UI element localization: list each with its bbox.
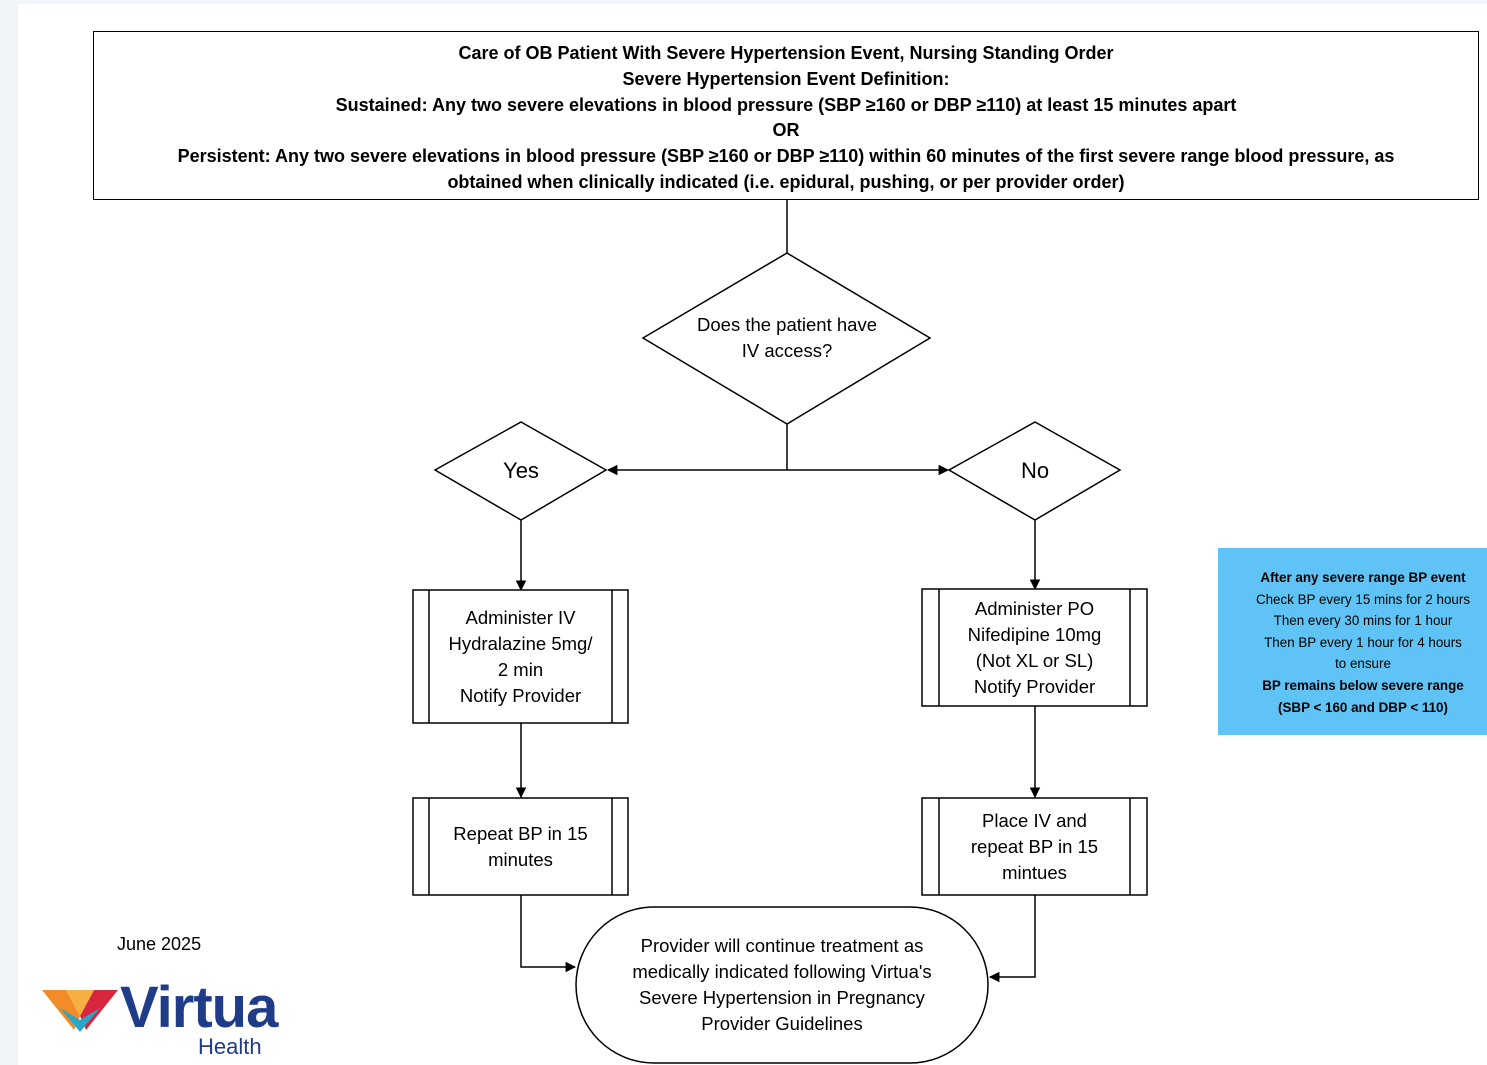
bp-note-line-3: Then BP every 1 hour for 4 hours [1264, 634, 1462, 650]
no-text: No [1020, 458, 1050, 483]
yes-step1-line-1: Administer IV [465, 606, 576, 628]
no-step2-line-1: Place IV and [982, 809, 1087, 831]
no-step1-line-1: Administer PO [974, 597, 1095, 619]
no-step1-box [921, 588, 1148, 707]
decision-label: Does the patient have IV access? [643, 300, 931, 376]
revision-date: June 2025 [117, 934, 202, 954]
yes-step2-label: Repeat BP in 15 minutes [429, 798, 612, 895]
header-sustained-definition: Sustained: Any two severe elevations in … [335, 94, 1237, 115]
yes-step1-line-3: 2 min [497, 658, 544, 680]
yes-step1-line-4: Notify Provider [459, 684, 582, 706]
header-or: OR [772, 120, 800, 141]
decision-line-2: IV access? [741, 340, 833, 361]
header-subtitle: Severe Hypertension Event Definition: [622, 68, 950, 89]
bp-note-emphasis-2: (SBP < 160 and DBP < 110) [1278, 699, 1448, 715]
final-line-1: Provider will continue treatment as [640, 935, 924, 956]
bp-note-line-4: to ensure [1335, 656, 1391, 672]
final-line-4: Provider Guidelines [701, 1013, 863, 1034]
no-step2-label: Place IV and repeat BP in 15 mintues [939, 798, 1130, 895]
connector-no-to-final [988, 895, 1036, 983]
final-label: Provider will continue treatment as medi… [576, 907, 988, 1063]
final-line-2: medically indicated following Virtua's [632, 961, 932, 982]
no-step1-line-4: Notify Provider [973, 675, 1096, 697]
yes-step2-line-1: Repeat BP in 15 [453, 822, 588, 844]
no-label: No [949, 452, 1121, 490]
header-box: Care of OB Patient With Severe Hypertens… [93, 31, 1479, 200]
logo-wordmark: Virtua [120, 975, 278, 1040]
decision-line-1: Does the patient have [697, 314, 877, 335]
no-step2-box [921, 797, 1148, 896]
virtua-v-icon [42, 990, 118, 1032]
header-persistent-definition: Persistent: Any two severe elevations in… [177, 146, 1395, 167]
yes-step1-box [412, 589, 629, 724]
yes-step2-line-2: minutes [488, 848, 553, 870]
logo-subtitle: Health [198, 1034, 262, 1059]
no-step1-line-3: (Not XL or SL) [975, 649, 1094, 671]
no-step1-label: Administer PO Nifedipine 10mg (Not XL or… [939, 589, 1130, 706]
bp-note-title: After any severe range BP event [1260, 570, 1466, 585]
bp-note-line-2: Then every 30 mins for 1 hour [1273, 613, 1453, 629]
yes-step2-box [412, 797, 629, 896]
connector-yes-to-final [520, 895, 577, 973]
header-persistent-definition-cont: obtained when clinically indicated (i.e.… [447, 171, 1125, 192]
no-step1-line-2: Nifedipine 10mg [967, 623, 1102, 645]
yes-label: Yes [435, 452, 607, 490]
final-terminator [575, 906, 989, 1064]
virtua-health-logo: Virtua Health [40, 975, 285, 1062]
final-line-3: Severe Hypertension in Pregnancy [639, 987, 925, 1008]
bp-monitoring-note: After any severe range BP event Check BP… [1218, 548, 1487, 735]
no-step2-line-3: mintues [1002, 861, 1067, 883]
yes-text: Yes [503, 458, 539, 483]
header-title: Care of OB Patient With Severe Hypertens… [458, 43, 1114, 63]
bp-note-emphasis-1: BP remains below severe range [1262, 677, 1464, 693]
yes-step1-line-2: Hydralazine 5mg/ [448, 632, 593, 654]
bp-note-line-1: Check BP every 15 mins for 2 hours [1255, 591, 1471, 607]
no-step2-line-2: repeat BP in 15 [970, 835, 1099, 857]
yes-step1-label: Administer IV Hydralazine 5mg/ 2 min Not… [429, 590, 612, 723]
